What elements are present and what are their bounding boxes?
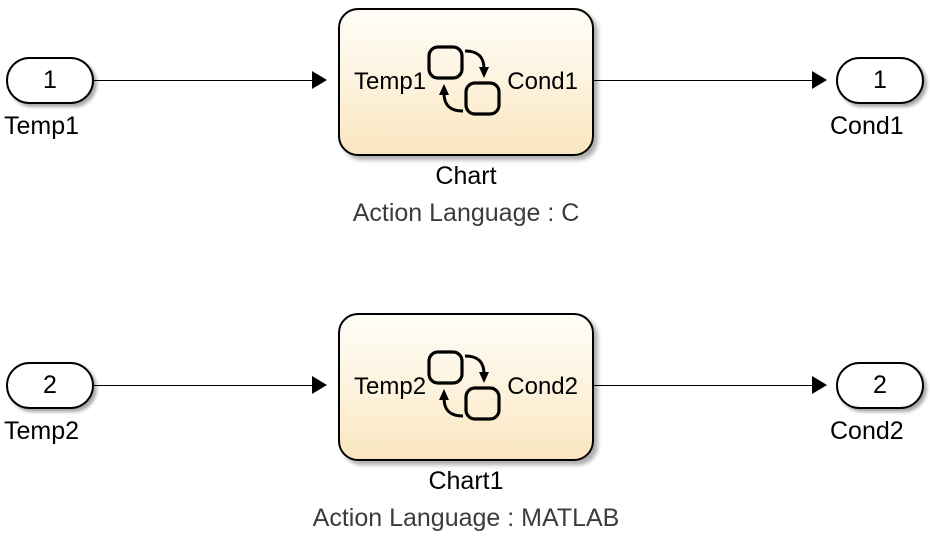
arrow-head-chart-input-1 (312, 71, 327, 89)
stateflow-chart-icon (427, 350, 501, 421)
arrow-head-outport-1 (812, 71, 827, 89)
stateflow-chart-icon (427, 45, 501, 116)
outport-label-1: Cond1 (830, 112, 904, 140)
arrow-head-outport-2 (812, 376, 827, 394)
chart-input-port-label-2: Temp2 (354, 373, 427, 400)
inport-block-1[interactable]: 1 (6, 57, 94, 104)
inport-label-2: Temp2 (4, 417, 80, 445)
arrow-head-chart-input-2 (312, 376, 327, 394)
signal-line-output-1[interactable] (594, 80, 812, 81)
outport-block-2[interactable]: 2 (836, 362, 924, 409)
signal-line-input-2[interactable] (94, 385, 312, 386)
signal-line-input-1[interactable] (94, 80, 312, 81)
chart-input-port-label-1: Temp1 (354, 68, 427, 95)
inport-number-1: 1 (43, 66, 57, 94)
stateflow-chart-block-2[interactable]: Temp2 Cond2 (338, 313, 594, 461)
chart-output-port-label-2: Cond2 (507, 373, 578, 400)
stateflow-chart-block-1[interactable]: Temp1 Cond1 (338, 8, 594, 156)
outport-number-2: 2 (873, 371, 887, 399)
signal-line-output-2[interactable] (594, 385, 812, 386)
chart-name-1: Chart (435, 162, 497, 190)
inport-label-1: Temp1 (4, 112, 80, 140)
chart-subtitle-2: Action Language : MATLAB (312, 504, 620, 532)
inport-block-2[interactable]: 2 (6, 362, 94, 409)
inport-number-2: 2 (43, 371, 57, 399)
chart-output-port-label-1: Cond1 (507, 68, 578, 95)
outport-block-1[interactable]: 1 (836, 57, 924, 104)
outport-number-1: 1 (873, 66, 887, 94)
chart-subtitle-1: Action Language : C (352, 199, 580, 227)
outport-label-2: Cond2 (830, 417, 904, 445)
chart-name-2: Chart1 (428, 467, 504, 495)
